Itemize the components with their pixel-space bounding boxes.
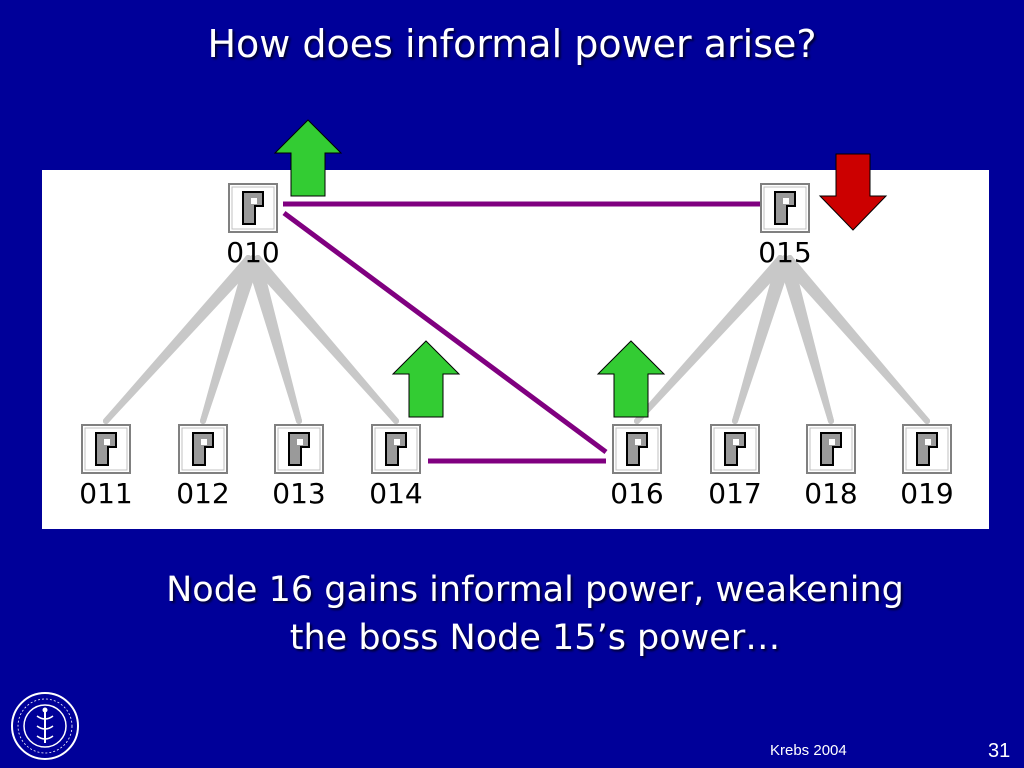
node-013: 013	[272, 424, 326, 510]
formal-link-015-019	[786, 255, 930, 424]
formal-link-015-017	[732, 255, 793, 424]
node-label-018: 018	[804, 477, 857, 510]
node-label-017: 017	[708, 477, 761, 510]
arrow-up-node-016-icon	[596, 340, 666, 418]
node-019: 019	[900, 424, 954, 510]
node-label-011: 011	[79, 477, 132, 510]
formal-link-010-014	[254, 255, 399, 424]
node-015: 015	[758, 183, 812, 269]
formal-link-010-011	[103, 255, 261, 424]
node-016: 016	[610, 424, 664, 510]
node-label-010: 010	[226, 236, 279, 269]
arrow-down-node-015-icon	[818, 153, 888, 231]
node-label-016: 016	[610, 477, 663, 510]
caption-line-2: the boss Node 15’s power…	[289, 618, 781, 658]
node-018: 018	[804, 424, 858, 510]
slide-caption: Node 16 gains informal power, weakening …	[60, 566, 1010, 662]
footer-author: Krebs 2004	[770, 742, 847, 759]
node-012: 012	[176, 424, 230, 510]
formal-link-015-016	[634, 255, 793, 424]
arrow-up-node-014-icon	[391, 340, 461, 418]
formal-link-015-018	[786, 255, 834, 424]
formal-link-010-013	[254, 255, 302, 424]
arrow-up-node-010-icon	[273, 119, 343, 197]
node-label-012: 012	[176, 477, 229, 510]
node-label-014: 014	[369, 477, 422, 510]
slide-title: How does informal power arise?	[207, 22, 817, 66]
caption-line-1: Node 16 gains informal power, weakening	[166, 570, 904, 610]
informal-link-010-016	[282, 210, 608, 455]
node-010: 010	[226, 183, 280, 269]
node-011: 011	[79, 424, 133, 510]
formal-link-010-012	[200, 255, 261, 424]
page-number: 31	[988, 740, 1011, 762]
node-017: 017	[708, 424, 762, 510]
node-label-019: 019	[900, 477, 953, 510]
node-014: 014	[369, 424, 423, 510]
node-label-013: 013	[272, 477, 325, 510]
school-seal-logo	[11, 692, 79, 760]
node-label-015: 015	[758, 236, 811, 269]
